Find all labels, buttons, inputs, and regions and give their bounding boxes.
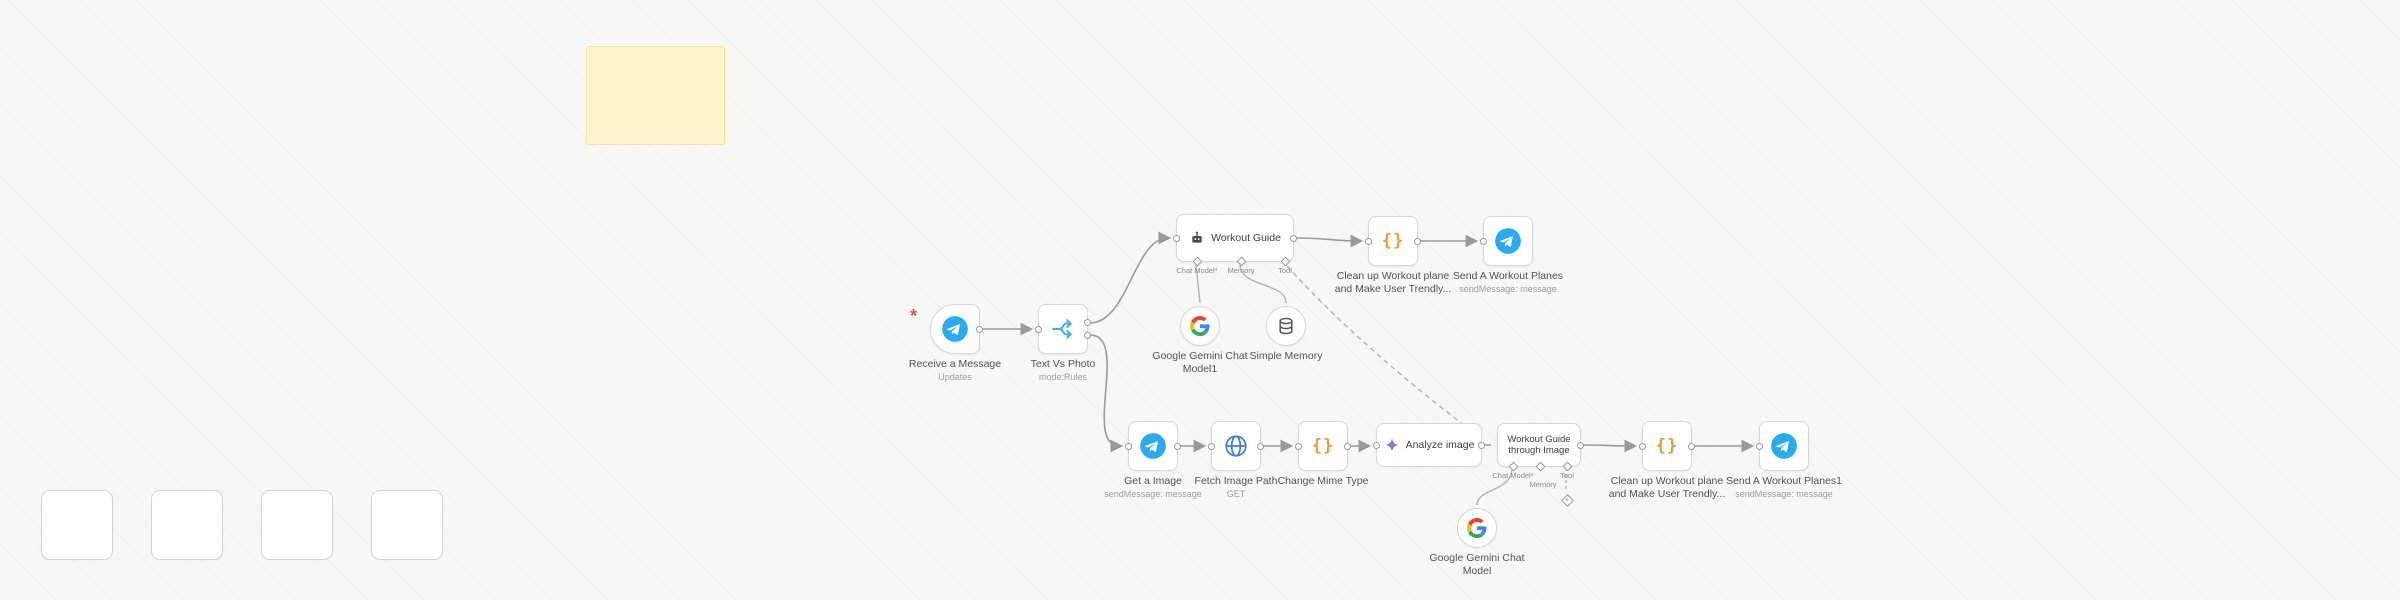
input-port[interactable] xyxy=(1125,442,1132,450)
database-icon xyxy=(1276,316,1296,336)
node-label: Clean up Workout plane and Make User Tre… xyxy=(1334,270,1452,296)
undo-button[interactable] xyxy=(371,490,443,560)
node-label: Clean up Workout plane and Make User Tre… xyxy=(1608,475,1726,501)
output-port[interactable] xyxy=(1257,442,1264,450)
input-port[interactable] xyxy=(1035,325,1042,333)
output-port[interactable] xyxy=(1290,234,1297,242)
telegram-icon xyxy=(1494,227,1522,255)
node-clean-up-workout-plane-2[interactable]: {} Clean up Workout plane and Make User … xyxy=(1609,421,1725,500)
trigger-indicator: * xyxy=(910,306,918,326)
node-workout-guide-through-image[interactable]: Workout Guide through Image Chat Model* … xyxy=(1492,423,1584,507)
telegram-icon xyxy=(1139,432,1167,460)
zoom-in-button[interactable] xyxy=(151,490,223,560)
globe-icon xyxy=(1223,433,1249,459)
memory-port-label: Memory xyxy=(1529,480,1557,489)
node-title: Workout Guide xyxy=(1211,232,1281,244)
input-port[interactable] xyxy=(1756,442,1763,450)
node-simple-memory[interactable]: Simple Memory xyxy=(1250,306,1322,362)
node-title: Analyze image xyxy=(1405,439,1475,451)
output-port[interactable] xyxy=(1688,442,1695,450)
google-icon xyxy=(1190,316,1210,336)
fit-view-icon xyxy=(64,512,90,538)
switch-icon xyxy=(1050,316,1076,342)
output-port-1[interactable] xyxy=(1084,331,1091,339)
node-clean-up-workout-plane[interactable]: {} Clean up Workout plane and Make User … xyxy=(1335,216,1451,295)
output-port[interactable] xyxy=(1478,441,1485,449)
tool-port-label: Tool xyxy=(1560,471,1574,480)
input-port[interactable] xyxy=(1208,442,1215,450)
output-port[interactable] xyxy=(1344,442,1351,450)
telegram-icon xyxy=(941,315,969,343)
node-google-gemini-chat-model[interactable]: Google Gemini Chat Model xyxy=(1429,508,1525,577)
output-port[interactable] xyxy=(1577,441,1584,449)
node-google-gemini-chat-model1[interactable]: Google Gemini Chat Model1 xyxy=(1152,306,1248,375)
telegram-icon xyxy=(1770,432,1798,460)
node-change-mime-type[interactable]: {} Change Mime Type xyxy=(1278,421,1368,487)
node-label: Change Mime Type xyxy=(1277,475,1369,487)
input-port[interactable] xyxy=(1365,237,1372,245)
node-workout-guide[interactable]: Workout Guide Chat Model* Memory Tool xyxy=(1173,214,1297,275)
node-title: Workout Guide through Image xyxy=(1507,433,1571,456)
canvas-controls xyxy=(41,490,443,560)
code-icon: {} xyxy=(1311,436,1335,456)
output-port[interactable] xyxy=(1174,442,1181,450)
chat-model-port-label: Chat Model* xyxy=(1492,471,1534,480)
robot-icon xyxy=(1189,230,1205,246)
input-port[interactable] xyxy=(1295,442,1302,450)
output-port[interactable] xyxy=(1414,237,1421,245)
zoom-out-icon xyxy=(284,512,310,538)
zoom-in-icon xyxy=(174,512,200,538)
node-analyze-image[interactable]: Analyze image xyxy=(1373,423,1485,467)
output-port-0[interactable] xyxy=(1084,319,1091,327)
node-label: Simple Memory xyxy=(1249,350,1323,362)
zoom-out-button[interactable] xyxy=(261,490,333,560)
memory-port-label: Memory xyxy=(1227,266,1255,275)
output-port[interactable] xyxy=(976,325,983,333)
gemini-icon xyxy=(1384,437,1400,453)
tool-port-label: Tool xyxy=(1278,266,1292,275)
input-port[interactable] xyxy=(1639,442,1646,450)
code-icon: {} xyxy=(1655,436,1679,456)
sticky-note[interactable] xyxy=(586,46,725,145)
fit-view-button[interactable] xyxy=(41,490,113,560)
undo-icon xyxy=(394,512,420,538)
node-label: Google Gemini Chat Model1 xyxy=(1152,350,1248,376)
code-icon: {} xyxy=(1381,231,1405,251)
node-label: Google Gemini Chat Model xyxy=(1429,552,1525,578)
chat-model-port-label: Chat Model* xyxy=(1176,266,1218,275)
input-port[interactable] xyxy=(1173,234,1180,242)
input-port[interactable] xyxy=(1373,441,1380,449)
google-icon xyxy=(1467,518,1487,538)
input-port[interactable] xyxy=(1480,237,1487,245)
